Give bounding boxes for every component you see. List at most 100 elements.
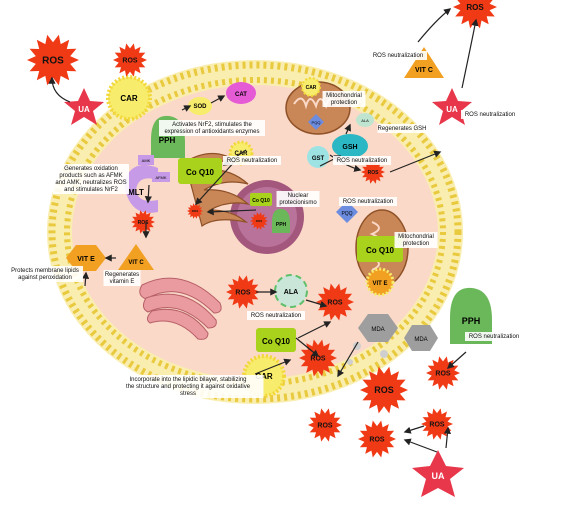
ua-label: UA: [78, 105, 90, 114]
car-label: CAR: [235, 151, 249, 157]
ros-label: ROS: [327, 299, 343, 306]
ua-label: UA: [432, 471, 445, 481]
amk-node: AMK: [138, 155, 154, 165]
coq10-label: Co Q10: [186, 168, 215, 177]
ros-burst: ROS: [187, 203, 203, 219]
ala-node: ALA: [274, 274, 308, 308]
sod-node: SOD: [188, 97, 212, 115]
vit-c-label: VIT C: [128, 260, 144, 266]
mda-node-1: MDA: [358, 314, 398, 342]
annotation-text: ROS neutralization: [373, 53, 423, 59]
ros-burst: ROS: [308, 408, 342, 442]
pqq-label: PQQ: [312, 120, 321, 125]
gsh-label: GSH: [342, 144, 357, 151]
annotation-incorporate: Incorporate into the lipidic bilayer, st…: [112, 375, 264, 398]
golgi-apparatus: [139, 277, 222, 340]
pph-right: PPH: [450, 287, 492, 344]
ua-label: UA: [446, 105, 458, 114]
cat-label: CAT: [235, 92, 247, 98]
pph-label: PPH: [159, 136, 176, 145]
sod-label: SOD: [193, 104, 207, 110]
ros-burst: ROS: [27, 34, 79, 86]
car-label: CAR: [120, 94, 138, 103]
ua-star-bottom: UA: [412, 450, 464, 497]
pqq-mito: PQQ: [308, 114, 324, 130]
ros-label: ROS: [317, 422, 333, 429]
ala-mito: ALA: [356, 113, 374, 127]
vit-c-top: VIT C: [404, 47, 444, 78]
coq10-label: Co Q10: [262, 337, 291, 346]
annotation-ros-neutralization: ROS neutralization: [339, 197, 397, 206]
annotation-ros-neutralization: ROS neutralization: [223, 156, 281, 165]
ros-label: ROS: [429, 421, 445, 428]
ua-star-left: UA: [64, 88, 104, 125]
car-label: CAR: [255, 372, 273, 381]
ros-label: ROS: [369, 436, 385, 443]
car-label: CAR: [306, 85, 317, 91]
ros-label: ROS: [42, 56, 64, 67]
annotation-text: Regenerates GSH: [377, 126, 426, 132]
gst-node: GST: [307, 146, 329, 168]
ala-label: ALA: [361, 118, 369, 123]
annotation-text: ROS neutralization: [469, 334, 519, 340]
annotation-ros-neutralization: ROS neutralization: [333, 156, 391, 165]
gst-label: GST: [312, 156, 325, 162]
annotation-regenerates-gsh: Regenerates GSH: [377, 124, 427, 133]
ros-label: ROS: [435, 370, 451, 377]
ros-label: ROS: [466, 3, 484, 12]
annotation-text: ROS neutralization: [337, 158, 387, 164]
ros-burst: ROS: [421, 408, 453, 440]
ros-burst: ROS: [360, 366, 408, 414]
ros-label: ROS: [192, 209, 199, 213]
ros-burst: ROS: [358, 420, 396, 458]
ros-burst: ROS: [361, 160, 385, 184]
coq10-bottom: Co Q10: [256, 328, 296, 352]
pqq-right: PQQ: [336, 201, 358, 223]
ros-label: ROS: [374, 385, 394, 395]
ala-label: ALA: [284, 289, 298, 296]
afmk-label: AFMK: [155, 175, 166, 180]
mda-node-2: MDA: [404, 325, 438, 351]
annotation-text: ROS neutralization: [227, 158, 277, 164]
pph-nucleus: PPH: [272, 208, 290, 233]
vit-e-label: VIT E: [77, 256, 95, 263]
coq10-label: Co Q10: [252, 198, 270, 204]
annotation-ros-neutralization: ROS neutralization: [369, 51, 427, 60]
ros-label: ROS: [256, 219, 263, 223]
mda-label: MDA: [371, 327, 384, 333]
annotation-ros-neutralization: ROS neutralization: [247, 311, 305, 320]
ros-burst: ROS: [131, 210, 155, 234]
vit-e-label: VIT E: [372, 281, 387, 287]
cat-node: CAT: [226, 82, 256, 104]
afmk-node: AFMK: [152, 172, 170, 182]
membrane-outer-dots: [48, 61, 462, 403]
annotation-text: ROS neutralization: [343, 199, 393, 205]
annotation-text: ROS neutralization: [465, 112, 515, 118]
coq10-nucleus: Co Q10: [250, 193, 272, 206]
mlt-label: MLT: [128, 188, 144, 197]
ua-star-right: UA: [432, 88, 472, 125]
vit-e-right: VIT E: [365, 267, 395, 297]
vit-c-label: VIT C: [415, 67, 433, 74]
ros-burst: ROS: [250, 212, 268, 230]
ros-label: ROS: [122, 57, 138, 64]
car-mito: CAR: [301, 77, 321, 97]
vit-e-left: VIT E: [66, 245, 106, 271]
ros-burst: ROS: [316, 283, 354, 321]
vit-c-left: VIT C: [118, 244, 154, 270]
ros-burst: ROS: [113, 43, 147, 77]
